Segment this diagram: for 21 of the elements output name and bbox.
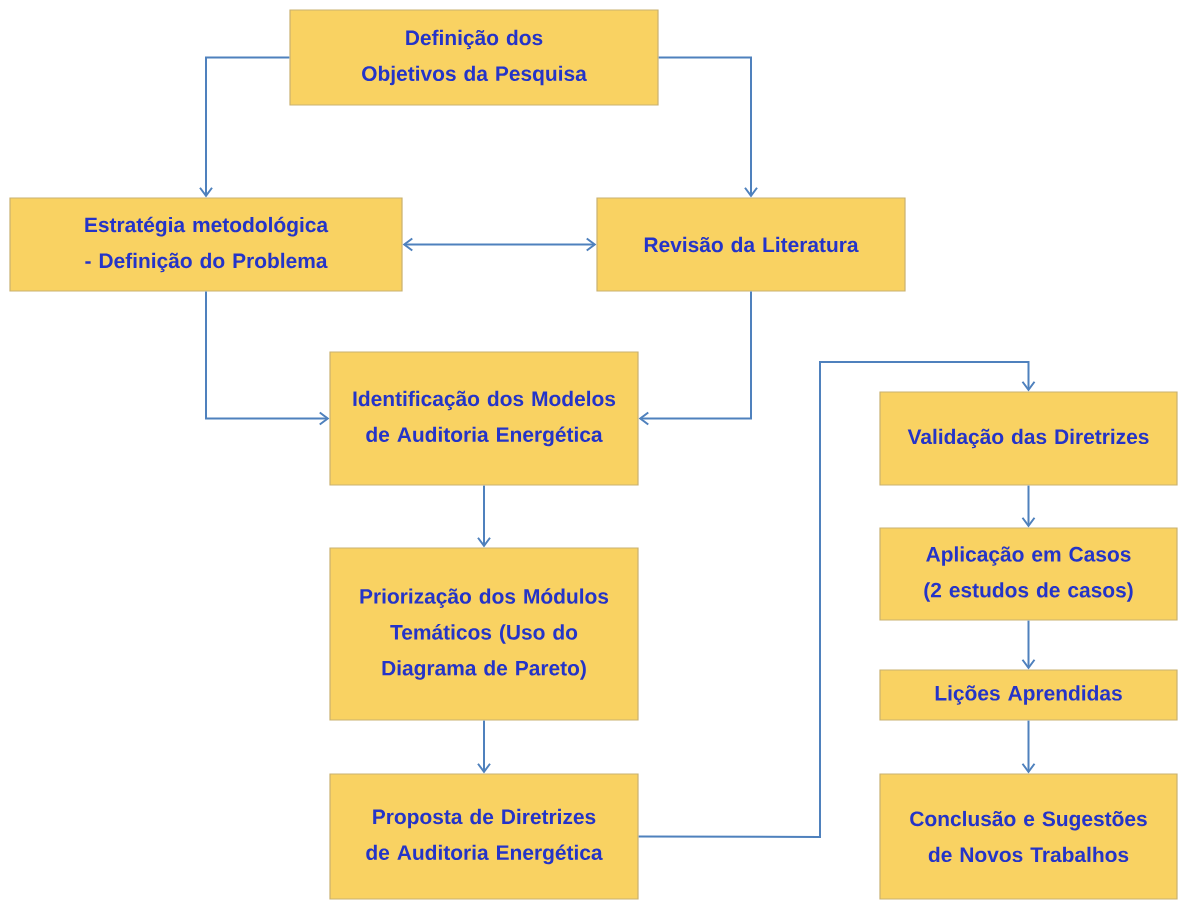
process-box: Aplicação em Casos (2 estudos de casos) bbox=[879, 527, 1178, 621]
arrow bbox=[402, 237, 597, 252]
arrow bbox=[638, 290, 752, 426]
process-box: Priorização dos Módulos Temáticos (Uso do Diagrama de Pareto) bbox=[329, 547, 639, 721]
arrow bbox=[1021, 619, 1036, 670]
arrow bbox=[199, 56, 291, 198]
process-box: Definição dos Objetivos da Pesquisa bbox=[289, 9, 659, 106]
process-box: Estratégia metodológica - Definição do Problema bbox=[9, 197, 403, 292]
arrow bbox=[657, 56, 758, 198]
process-box: Proposta de Diretrizes de Auditoria Energética bbox=[329, 773, 639, 900]
process-box: Conclusão e Sugestões de Novos Trabalhos bbox=[879, 773, 1178, 900]
process-box: Validação das Diretrizes bbox=[879, 391, 1178, 486]
process-box: Identificação dos Modelos de Auditoria Energética bbox=[329, 351, 639, 486]
arrow bbox=[477, 719, 491, 774]
process-box: Revisão da Literatura bbox=[596, 197, 906, 292]
arrow bbox=[637, 361, 1036, 838]
arrow bbox=[205, 290, 330, 426]
arrow bbox=[1021, 484, 1036, 528]
arrow bbox=[477, 484, 491, 548]
process-box: Lições Aprendidas bbox=[879, 669, 1178, 721]
arrow bbox=[1021, 719, 1036, 774]
